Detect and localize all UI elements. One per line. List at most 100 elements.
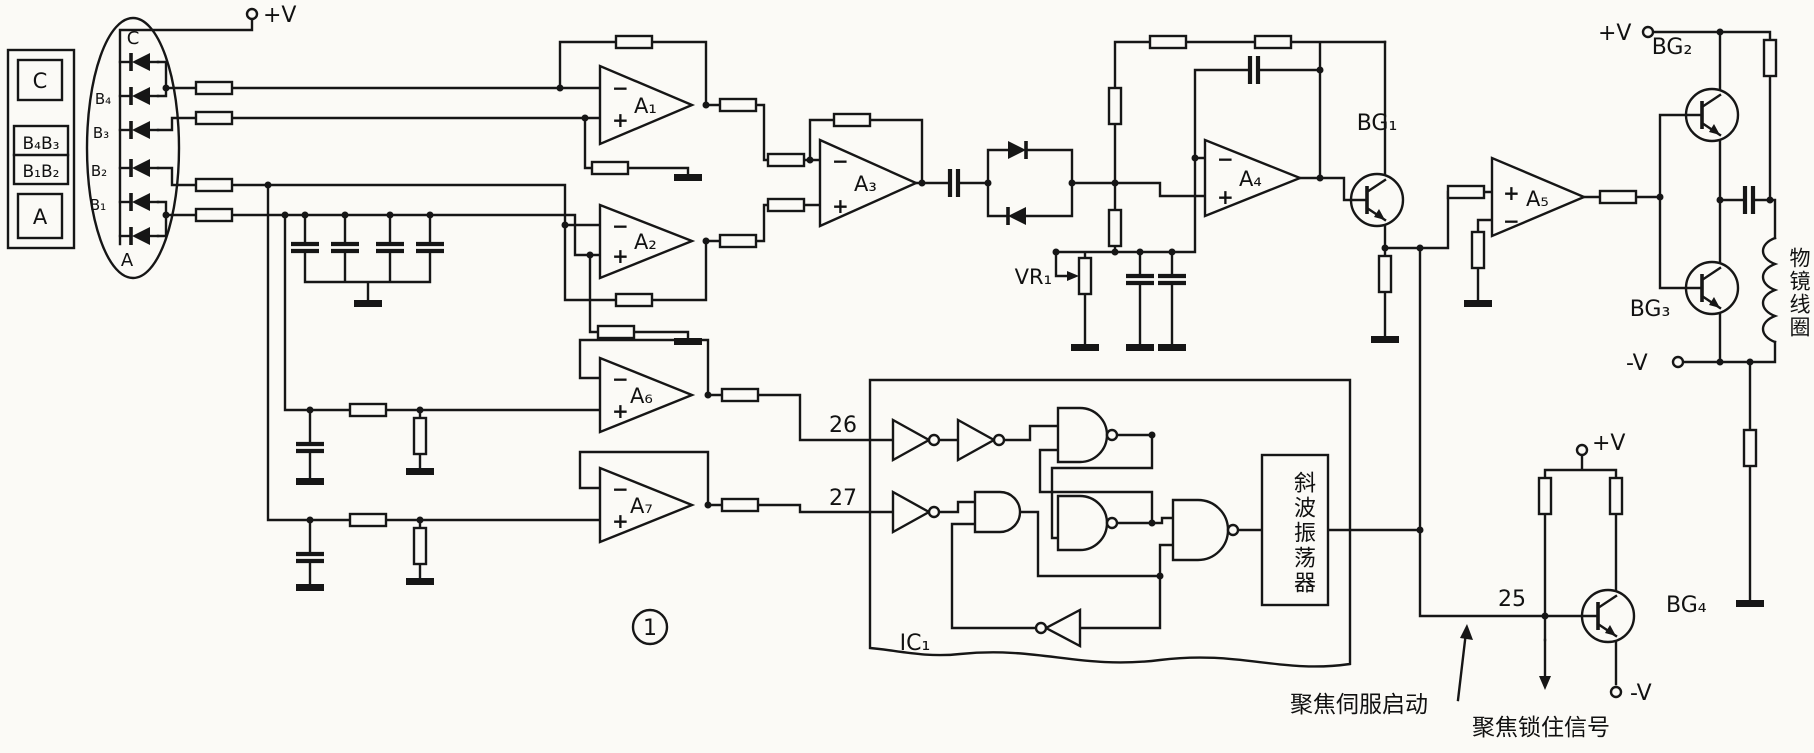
minus-sign: − — [1217, 147, 1234, 171]
capacitor — [1126, 273, 1154, 286]
vplus-label: +V — [1598, 21, 1631, 46]
resistor — [832, 112, 872, 128]
resistor — [194, 80, 234, 96]
resistor — [1107, 208, 1123, 248]
opamp-a7: − + A₇ — [598, 466, 696, 544]
resistor — [720, 387, 760, 403]
capacitor — [376, 241, 404, 254]
minus-sign: − — [612, 76, 629, 100]
inverter-gate-left — [1034, 608, 1082, 648]
ground-symbol — [1071, 344, 1099, 351]
plus-sign: + — [612, 244, 629, 268]
terminal — [1575, 443, 1589, 457]
ground-symbol — [674, 174, 702, 181]
resistor — [1742, 428, 1758, 468]
capacitors — [291, 56, 1756, 564]
resistor — [614, 292, 654, 308]
minus-sign: − — [612, 477, 629, 501]
ground-symbol — [406, 578, 434, 585]
resistor — [348, 402, 388, 418]
resistor — [1107, 86, 1123, 126]
resistor — [1446, 184, 1486, 200]
focus-servo-start-label: 聚焦伺服启动 — [1290, 692, 1428, 718]
capacitor — [1247, 56, 1261, 84]
vr1-potentiometer: VR₁ — [1015, 256, 1093, 296]
resistor — [1537, 476, 1553, 516]
emitter-arrow — [1374, 209, 1385, 220]
opamp-label: A₆ — [630, 384, 653, 408]
capacitor — [1742, 186, 1756, 214]
photodiode — [118, 227, 160, 245]
resistor — [766, 197, 806, 213]
diode — [1006, 207, 1026, 225]
resistor — [412, 416, 428, 456]
capacitor — [291, 241, 319, 254]
photodiode — [118, 87, 160, 105]
resistors — [194, 34, 1778, 566]
resistor — [614, 34, 654, 50]
opamp-label: A₃ — [854, 172, 877, 196]
ic1-block: IC₁ — [868, 378, 1352, 668]
legend-b-row1: B₄B₃ — [23, 134, 60, 154]
grounds — [296, 174, 1764, 607]
resistor — [1470, 230, 1486, 270]
resistor — [1762, 38, 1778, 78]
legend-b-row2: B₁B₂ — [23, 162, 60, 182]
diode — [1008, 141, 1028, 159]
opamp-body — [1490, 156, 1588, 238]
figure-number: 1 — [643, 616, 657, 641]
ramp-oscillator-box — [1260, 453, 1330, 607]
terminal — [1671, 355, 1685, 369]
vplus-label: +V — [1592, 431, 1625, 456]
wiper-arrow — [1067, 271, 1079, 281]
capacitor — [416, 241, 444, 254]
vr1-label: VR₁ — [1015, 265, 1052, 289]
ground-symbol — [1464, 300, 1492, 307]
photodiode — [118, 121, 160, 139]
resistor — [194, 177, 234, 193]
transistor-label: BG₁ — [1357, 111, 1398, 136]
ground-symbol — [354, 300, 382, 307]
ground-symbol — [296, 584, 324, 591]
array-b2-label: B₂ — [91, 162, 107, 180]
opamp-label: A₄ — [1239, 167, 1262, 191]
array-c-label: C — [127, 28, 140, 49]
opamp-label: A₇ — [630, 494, 653, 518]
nand-gate — [1056, 406, 1119, 464]
vminus-label: -V — [1630, 681, 1652, 706]
opamp-a2: − + A₂ — [598, 203, 696, 280]
focus-lock-signal-annotation: 聚焦锁住信号 — [1472, 638, 1610, 741]
minus-sign: − — [1503, 209, 1520, 233]
ground-symbol — [1736, 600, 1764, 607]
opamp-a4: − + A₄ — [1203, 138, 1304, 218]
resistor — [1608, 476, 1624, 516]
legend-a-label: A — [33, 205, 48, 229]
capacitor — [296, 441, 324, 454]
resistor — [194, 110, 234, 126]
opamp-body — [598, 356, 696, 434]
resistor — [718, 233, 758, 249]
wire — [558, 40, 1207, 340]
objective-lens-coil — [1761, 236, 1779, 344]
pin-25-label: 25 — [1498, 587, 1526, 612]
resistor — [718, 97, 758, 113]
ground-symbol — [1371, 336, 1399, 343]
ground-symbol — [296, 478, 324, 485]
resistor — [720, 497, 760, 513]
resistor — [1148, 34, 1188, 50]
plus-sign: + — [612, 509, 629, 533]
capacitor — [1158, 273, 1186, 286]
plus-sign: + — [832, 194, 849, 218]
photodiode — [118, 53, 160, 71]
ground-symbol — [674, 338, 702, 345]
transistor-label: BG₃ — [1630, 297, 1671, 322]
capacitor — [331, 241, 359, 254]
vminus-label: -V — [1626, 351, 1648, 376]
opamp-a3: − + A₃ — [818, 138, 919, 228]
transistor-label: BG₂ — [1652, 35, 1693, 60]
emitter-arrow — [1709, 297, 1720, 308]
opamp-body — [1203, 138, 1304, 218]
array-outline — [85, 16, 181, 280]
